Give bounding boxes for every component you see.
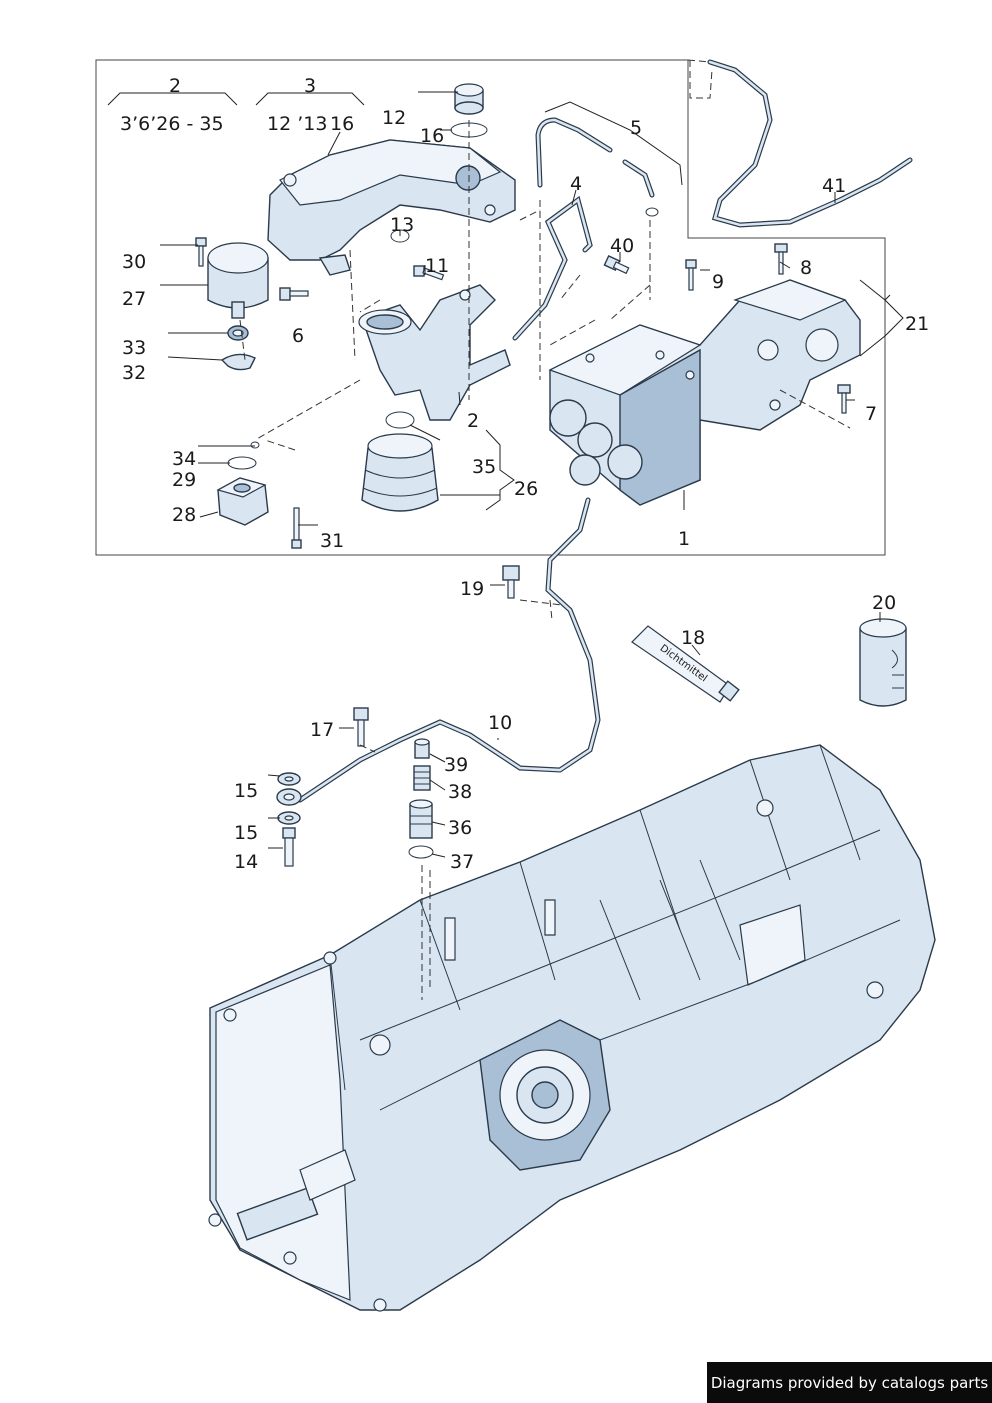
callout-41: 41 <box>822 175 846 197</box>
bolt-8 <box>774 243 788 275</box>
callout-27: 27 <box>122 288 146 310</box>
bolt-7 <box>837 384 851 414</box>
banjo-fitting <box>276 788 302 806</box>
bracket-2 <box>107 92 238 106</box>
callout-8: 8 <box>800 257 812 279</box>
callout-30: 30 <box>122 251 146 273</box>
bolt-9 <box>685 259 697 291</box>
washer-15-lower <box>277 811 301 825</box>
callout-17: 17 <box>310 719 334 741</box>
plug-38 <box>413 765 431 791</box>
callout-32: 32 <box>122 362 146 384</box>
callout-34: 34 <box>172 448 196 470</box>
callout-21: 21 <box>905 313 929 335</box>
callout-11: 11 <box>425 255 449 277</box>
boot-26 <box>361 433 439 512</box>
callout-10: 10 <box>488 712 512 734</box>
callout-26: 26 <box>514 478 538 500</box>
seal-29 <box>227 456 257 470</box>
bolt-17 <box>353 707 369 747</box>
callout-35: 35 <box>472 456 496 478</box>
filler-cap-12 <box>454 83 484 115</box>
seal-35 <box>385 411 415 429</box>
callout-7: 7 <box>865 403 877 425</box>
clip-32 <box>220 353 256 371</box>
pipe-4 <box>512 195 593 341</box>
bolt-40 <box>603 255 630 275</box>
filter-27 <box>207 242 269 319</box>
callout-37: 37 <box>450 851 474 873</box>
mount-28 <box>216 477 269 526</box>
callout-33: 33 <box>122 337 146 359</box>
callout-20: 20 <box>872 592 896 614</box>
callouts: 2 3’6’26 - 35 3 12 ’13 16 12 16 5 4 41 1… <box>120 75 929 873</box>
mechatronic-unit <box>548 279 861 506</box>
callout-4: 4 <box>570 173 582 195</box>
callout-36: 36 <box>448 817 472 839</box>
callout-28: 28 <box>172 504 196 526</box>
hose-41 <box>707 59 913 228</box>
callout-29: 29 <box>172 469 196 491</box>
callout-13: 13 <box>390 214 414 236</box>
upper-cover <box>267 139 516 276</box>
bolt-14 <box>282 827 296 867</box>
seal-33 <box>227 325 249 341</box>
footer-banner[interactable]: Diagrams provided by catalogs parts <box>707 1362 992 1403</box>
callout-15a: 15 <box>234 780 258 802</box>
callout-31: 31 <box>320 530 344 552</box>
bolt-19 <box>502 565 520 599</box>
callout-6: 6 <box>292 325 304 347</box>
callout-9: 9 <box>712 271 724 293</box>
seal-37 <box>408 845 434 859</box>
bolt-30 <box>195 237 207 267</box>
ring-34 <box>250 441 260 449</box>
bolt-31 <box>291 507 302 549</box>
plug-39 <box>414 738 430 759</box>
callout-19: 19 <box>460 578 484 600</box>
leader-lines <box>160 91 891 858</box>
dashed-lines <box>239 59 851 1000</box>
bracket-assembly-2 <box>358 284 511 421</box>
callout-16b: 16 <box>420 125 444 147</box>
callout-40: 40 <box>610 235 634 257</box>
transmission-housing <box>208 744 936 1312</box>
pipe-10 <box>297 497 601 803</box>
group-range-2: 3’6’26 - 35 <box>120 113 224 135</box>
bolt-11 <box>413 265 445 281</box>
plug-36 <box>409 799 433 839</box>
callout-2a: 2 <box>169 75 181 97</box>
callout-5: 5 <box>630 117 642 139</box>
callout-38: 38 <box>448 781 472 803</box>
callout-3: 3 <box>304 75 316 97</box>
bracket-26 <box>485 429 515 511</box>
callout-18: 18 <box>681 627 705 649</box>
hose-5 <box>535 117 659 217</box>
bracket-21 <box>859 279 904 357</box>
callout-1: 1 <box>678 528 690 550</box>
washer-15-upper <box>277 772 301 786</box>
bolt-6 <box>279 287 309 301</box>
bracket-3 <box>255 92 365 106</box>
callout-2b: 2 <box>467 410 479 432</box>
callout-14: 14 <box>234 851 258 873</box>
callout-12: 12 <box>382 107 406 129</box>
callout-16a: 16 <box>330 113 354 135</box>
oil-container-20 <box>859 618 907 707</box>
bracket-5 <box>544 101 683 186</box>
group-range-3: 12 ’13 <box>267 113 327 135</box>
callout-39: 39 <box>444 754 468 776</box>
callout-15b: 15 <box>234 822 258 844</box>
